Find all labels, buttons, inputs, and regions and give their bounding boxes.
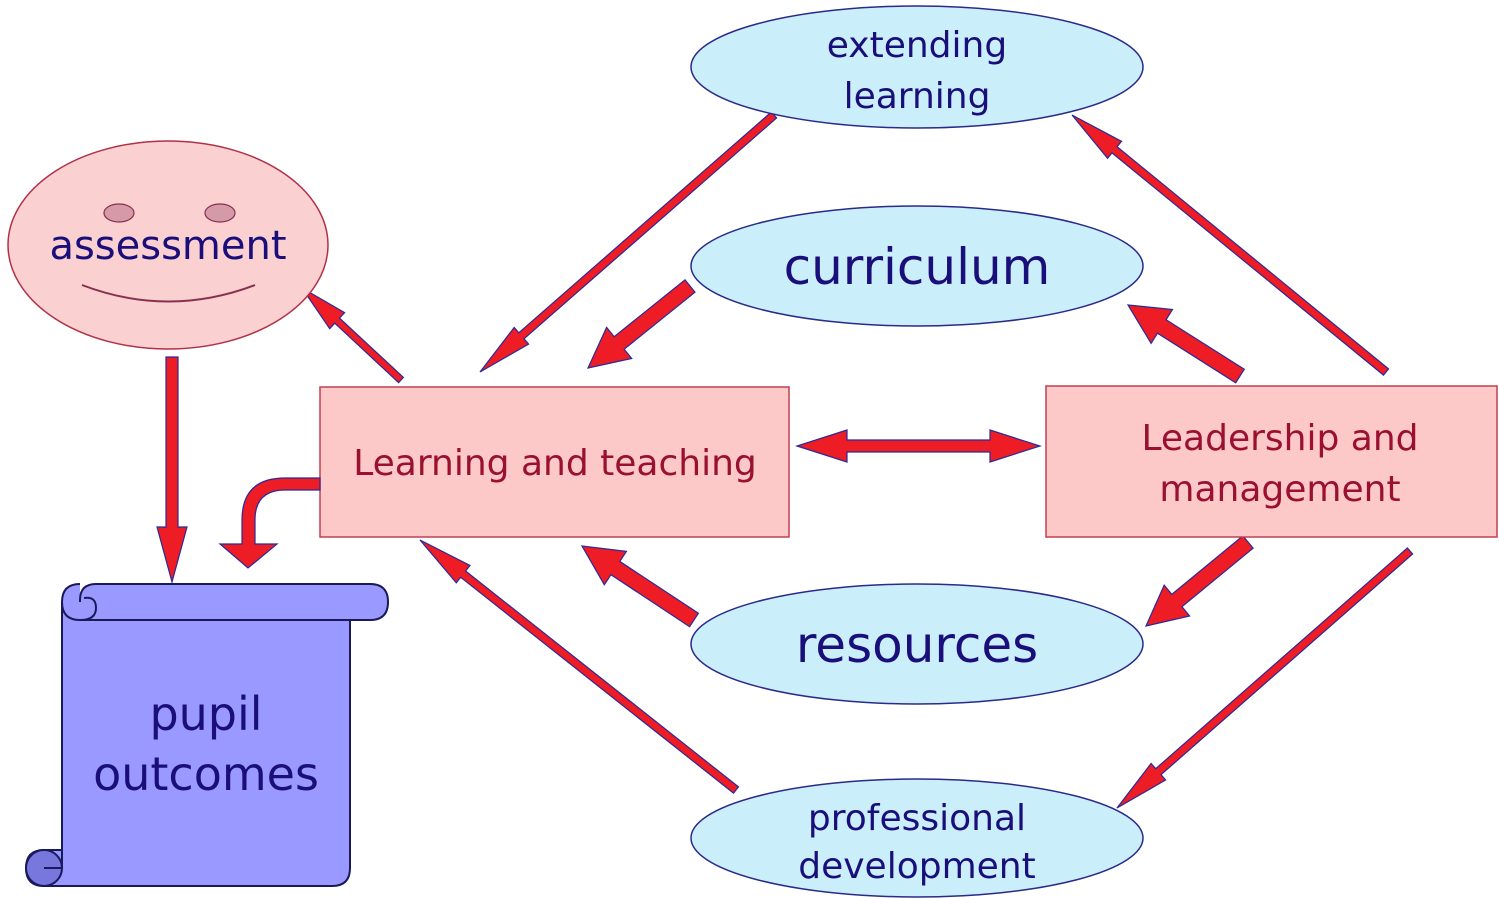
curriculum-node: curriculum <box>690 205 1144 327</box>
resources-ellipse <box>690 583 1144 705</box>
extending-learning-node: extending learning <box>690 5 1144 129</box>
leadership-management-box <box>1045 385 1498 538</box>
learning-teaching-box <box>319 386 790 538</box>
arrow-leadership-to-development <box>1116 547 1414 809</box>
extending-learning-label-line2: learning <box>844 76 991 117</box>
leadership-management-label-line2: management <box>1159 469 1400 510</box>
arrow-leadership-to-extending <box>1071 114 1390 376</box>
assessment-label: assessment <box>49 223 286 269</box>
arrow-teaching-to-outcomes <box>218 477 321 569</box>
arrow-teaching-leadership <box>795 429 1042 463</box>
arrow-leadership-to-curriculum <box>1126 304 1246 384</box>
leadership-management-label-line1: Leadership and <box>1141 418 1418 459</box>
curriculum-label: curriculum <box>784 238 1051 296</box>
arrow-resources-to-teaching <box>580 545 700 628</box>
arrow-curriculum-to-teaching <box>586 278 696 369</box>
assessment-face <box>7 140 329 350</box>
scroll-top-curl <box>61 596 350 621</box>
assessment-node: assessment <box>7 140 329 350</box>
arrow-leadership-to-resources <box>1144 534 1254 627</box>
resources-node: resources <box>690 583 1144 705</box>
extending-learning-ellipse <box>690 5 1144 129</box>
scroll-bottom-curl-inner <box>44 850 63 869</box>
professional-development-ellipse <box>690 778 1144 898</box>
pupil-outcomes-label-line2: outcomes <box>93 747 319 801</box>
professional-development-node: professional development <box>690 778 1144 898</box>
professional-development-label-line1: professional <box>808 798 1026 839</box>
curriculum-ellipse <box>690 205 1144 327</box>
pupil-outcomes-node: pupil outcomes <box>24 583 390 887</box>
assessment-left-eye <box>103 203 135 223</box>
assessment-right-eye <box>204 203 236 223</box>
arrows-layer <box>156 111 1414 809</box>
arrow-assessment-to-outcomes <box>156 356 188 585</box>
extending-learning-label-line1: extending <box>827 25 1007 66</box>
assessment-smile <box>81 284 256 303</box>
resources-label: resources <box>796 616 1038 674</box>
arrow-extending-to-teaching <box>479 111 778 373</box>
arrow-teaching-to-assessment <box>301 287 405 384</box>
arrow-development-to-teaching <box>419 539 740 794</box>
learning-teaching-label: Learning and teaching <box>353 443 757 484</box>
learning-teaching-node: Learning and teaching <box>319 386 790 538</box>
leadership-management-node: Leadership and management <box>1045 385 1498 538</box>
professional-development-label-line2: development <box>798 846 1035 887</box>
pupil-outcomes-label-line1: pupil <box>149 687 262 741</box>
